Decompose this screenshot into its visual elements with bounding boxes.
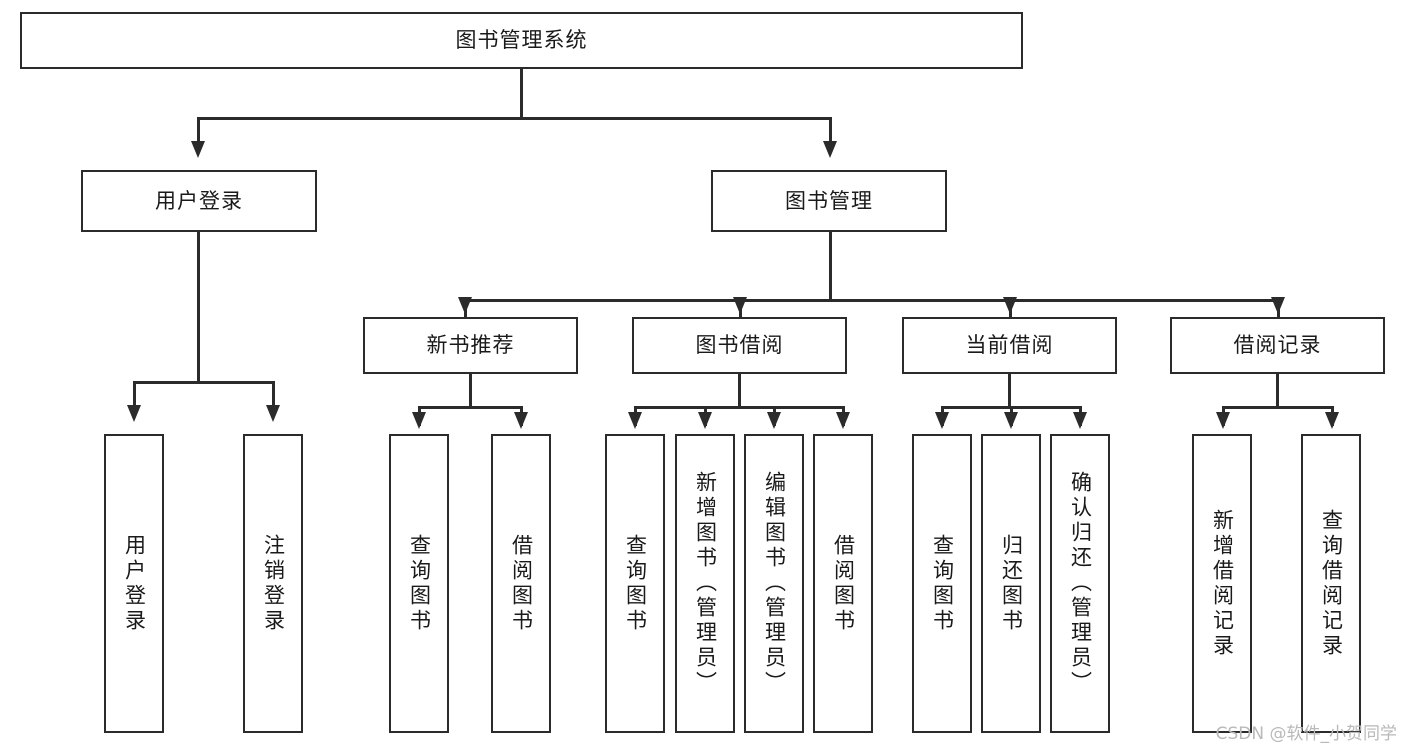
arrowhead-leaf-borrow-add <box>698 412 712 429</box>
node-leaf-rec-query2-label: 查询借阅记录 <box>1319 508 1344 659</box>
arrowhead-leaf-rec-query2 <box>1325 412 1339 429</box>
arrowhead-leaf-user-login <box>127 405 141 422</box>
connector-drop-leaf-user-logout <box>272 381 275 408</box>
node-borrow-record-label: 借阅记录 <box>1233 333 1322 358</box>
connector-borrow-record-bus <box>1222 406 1333 409</box>
node-root-label: 图书管理系统 <box>455 28 588 53</box>
arrowhead-book-borrow <box>733 297 747 314</box>
node-current-borrow[interactable]: 当前借阅 <box>902 317 1117 374</box>
arrowhead-user-login <box>191 141 205 158</box>
connector-drop-user-login <box>197 117 200 144</box>
arrowhead-leaf-cur-confirm <box>1073 412 1087 429</box>
connector-borrow-record-stem <box>1276 374 1279 408</box>
node-leaf-borrow-add[interactable]: 新增图书（管理员） <box>675 434 735 733</box>
node-leaf-borrow-lend-label: 借阅图书 <box>831 533 856 634</box>
node-new-book-rec-label: 新书推荐 <box>426 333 515 358</box>
connector-drop-leaf-user-login <box>133 381 136 408</box>
node-leaf-cur-query-label: 查询图书 <box>930 533 955 634</box>
arrowhead-leaf-user-logout <box>266 405 280 422</box>
node-leaf-borrow-edit[interactable]: 编辑图书（管理员） <box>744 434 804 733</box>
node-leaf-user-login[interactable]: 用户登录 <box>104 434 164 733</box>
connector-drop-book-manage <box>829 117 832 144</box>
connector-current-borrow-stem <box>1008 374 1011 408</box>
node-leaf-rec-borrow[interactable]: 借阅图书 <box>491 434 551 733</box>
node-leaf-user-logout[interactable]: 注销登录 <box>243 434 303 733</box>
arrowhead-leaf-borrow-edit <box>767 412 781 429</box>
node-new-book-rec[interactable]: 新书推荐 <box>363 317 578 374</box>
node-leaf-user-logout-label: 注销登录 <box>261 533 286 634</box>
node-book-borrow-label: 图书借阅 <box>695 333 784 358</box>
node-leaf-user-login-label: 用户登录 <box>122 533 147 634</box>
node-book-manage[interactable]: 图书管理 <box>711 170 947 232</box>
arrowhead-book-manage <box>823 141 837 158</box>
arrowhead-leaf-cur-query <box>935 412 949 429</box>
node-leaf-rec-query[interactable]: 查询图书 <box>389 434 449 733</box>
arrowhead-leaf-rec-add <box>1216 412 1230 429</box>
arrowhead-leaf-rec-borrow <box>514 412 528 429</box>
node-leaf-borrow-lend[interactable]: 借阅图书 <box>813 434 873 733</box>
node-leaf-cur-query[interactable]: 查询图书 <box>912 434 972 733</box>
connector-root-stem <box>520 69 523 119</box>
node-book-borrow[interactable]: 图书借阅 <box>632 317 847 374</box>
node-root[interactable]: 图书管理系统 <box>20 12 1023 69</box>
node-leaf-borrow-query[interactable]: 查询图书 <box>605 434 665 733</box>
node-leaf-rec-add-label: 新增借阅记录 <box>1210 508 1235 659</box>
connector-book-borrow-stem <box>738 374 741 408</box>
arrowhead-leaf-borrow-lend <box>836 412 850 429</box>
node-current-borrow-label: 当前借阅 <box>965 333 1054 358</box>
arrowhead-leaf-rec-query <box>412 412 426 429</box>
arrowhead-leaf-borrow-query <box>628 412 642 429</box>
connector-level2-bus <box>197 117 831 120</box>
node-borrow-record[interactable]: 借阅记录 <box>1170 317 1385 374</box>
node-leaf-rec-add[interactable]: 新增借阅记录 <box>1192 434 1252 733</box>
arrowhead-new-book-rec <box>458 297 472 314</box>
node-leaf-borrow-edit-label: 编辑图书（管理员） <box>762 471 787 696</box>
connector-new-book-rec-stem <box>469 374 472 408</box>
node-leaf-borrow-query-label: 查询图书 <box>623 533 648 634</box>
connector-new-book-rec-bus <box>418 406 523 409</box>
node-user-login-label: 用户登录 <box>155 188 243 213</box>
node-leaf-cur-confirm[interactable]: 确认归还（管理员） <box>1050 434 1110 733</box>
connector-level3-bus <box>464 299 1279 302</box>
node-leaf-cur-confirm-label: 确认归还（管理员） <box>1068 471 1093 696</box>
node-leaf-cur-return-label: 归还图书 <box>999 533 1024 634</box>
node-leaf-rec-query2[interactable]: 查询借阅记录 <box>1301 434 1361 733</box>
arrowhead-current-borrow <box>1003 297 1017 314</box>
node-leaf-rec-query-label: 查询图书 <box>407 533 432 634</box>
arrowhead-leaf-cur-return <box>1004 412 1018 429</box>
connector-user-login-stem <box>197 232 200 383</box>
connector-book-manage-stem <box>829 232 832 302</box>
arrowhead-borrow-record <box>1271 297 1285 314</box>
node-leaf-rec-borrow-label: 借阅图书 <box>509 533 534 634</box>
node-leaf-cur-return[interactable]: 归还图书 <box>981 434 1041 733</box>
node-book-manage-label: 图书管理 <box>785 188 873 213</box>
node-leaf-borrow-add-label: 新增图书（管理员） <box>693 471 718 696</box>
node-user-login[interactable]: 用户登录 <box>81 170 317 232</box>
connector-user-login-bus <box>133 381 272 384</box>
connector-book-borrow-bus <box>634 406 844 409</box>
